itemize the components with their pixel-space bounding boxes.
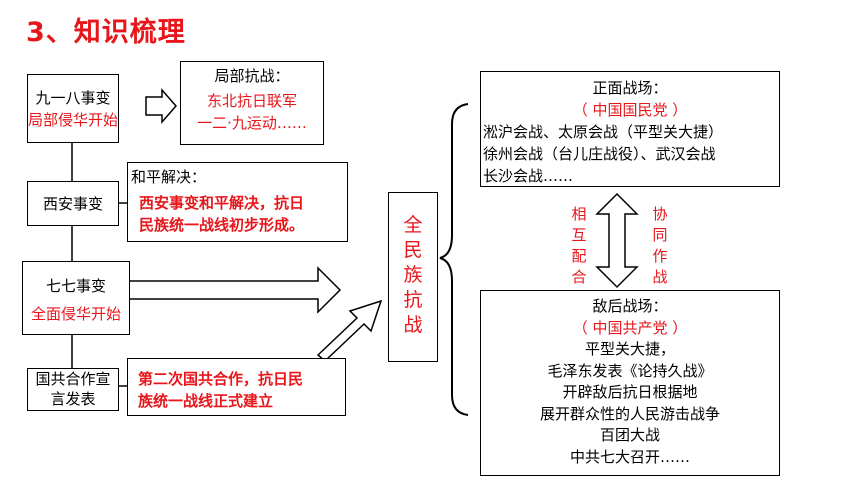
- local-war-box: 局部抗战： 东北抗日联军 一二·九运动……: [180, 61, 324, 145]
- arrow-77-to-national: [119, 266, 342, 314]
- peace-heading: 和平解决：: [131, 168, 207, 186]
- coop-box: 第二次国共合作，抗日民 族统一战线正式建立: [127, 358, 346, 416]
- event-xian-box: 西安事变: [27, 181, 119, 226]
- rear-heading: 敌后战场：: [592, 297, 668, 315]
- rear-battlefield-box: 敌后战场： （ 中国共产党 ） 平型关大捷， 毛泽东发表《论持久战》 开辟敌后抗…: [480, 290, 780, 476]
- relation-left-char: 互: [571, 226, 587, 244]
- coop-line2: 族统一战线正式建立: [138, 392, 274, 410]
- national-war-char: 民: [403, 239, 423, 261]
- rear-line: 中共七大召开……: [569, 447, 690, 466]
- rear-party: （ 中国共产党 ）: [572, 318, 688, 337]
- front-line: 淞沪会战、太原会战（平型关大捷）: [483, 123, 724, 141]
- front-heading: 正面战场：: [592, 79, 668, 97]
- national-war-box: 全 民 族 抗 战: [388, 192, 438, 362]
- peace-line2: 民族统一战线初步形成。: [139, 216, 305, 234]
- national-war-char: 抗: [403, 289, 423, 311]
- local-war-line1: 东北抗日联军: [206, 92, 297, 110]
- peace-box: 和平解决： 西安事变和平解决，抗日 民族统一战线初步形成。: [127, 162, 348, 242]
- event-gonggao-line1: 国共合作宣: [35, 370, 111, 388]
- event-918-box: 九一八事变 局部侵华开始: [27, 74, 119, 143]
- peace-line1: 西安事变和平解决，抗日: [139, 194, 305, 212]
- relation-left-char: 相: [571, 205, 587, 223]
- relation-right-char: 协: [652, 205, 668, 223]
- rear-line: 毛泽东发表《论持久战》: [547, 361, 713, 380]
- relation-right-char: 同: [652, 226, 668, 244]
- event-918-note: 局部侵华开始: [28, 111, 119, 129]
- rear-line: 展开群众性的人民游击战争: [539, 404, 720, 423]
- event-gonggao-box: 国共合作宣 言发表: [27, 368, 119, 411]
- relation-left: 相 互 配 合: [569, 204, 589, 288]
- double-arrow-relation: [595, 192, 639, 289]
- rear-line: 百团大战: [599, 426, 660, 444]
- event-918-name: 九一八事变: [35, 89, 111, 107]
- event-xian-name: 西安事变: [42, 195, 103, 213]
- national-war-char: 族: [403, 264, 423, 286]
- national-war-char: 全: [403, 214, 423, 236]
- relation-right-char: 战: [652, 268, 668, 286]
- page-title: 3、知识梳理: [26, 17, 186, 48]
- relation-right: 协 同 作 战: [650, 204, 670, 288]
- rear-line: 开辟敌后抗日根据地: [562, 383, 698, 401]
- front-party: （ 中国国民党 ）: [572, 101, 688, 119]
- relation-right-char: 作: [652, 247, 668, 265]
- arrow-coop-to-national: [316, 299, 383, 363]
- rear-line: 平型关大捷，: [584, 340, 675, 358]
- front-battlefield-box: 正面战场： （ 中国国民党 ） 淞沪会战、太原会战（平型关大捷） 徐州会战（台儿…: [480, 71, 780, 187]
- front-line: 徐州会战（台儿庄战役）、武汉会战: [483, 145, 716, 163]
- coop-line1: 第二次国共合作，抗日民: [138, 370, 304, 388]
- arrow-918-to-local: [145, 88, 177, 124]
- relation-left-char: 配: [571, 247, 587, 265]
- event-77-box: 七七事变 全面侵华开始: [22, 261, 130, 335]
- event-gonggao-line2: 言发表: [50, 390, 96, 408]
- event-77-name: 七七事变: [45, 277, 106, 295]
- national-war-char: 战: [403, 314, 423, 336]
- local-war-heading: 局部抗战：: [214, 67, 290, 85]
- event-77-note: 全面侵华开始: [30, 305, 121, 323]
- relation-left-char: 合: [571, 268, 587, 286]
- front-line: 长沙会战……: [483, 167, 574, 185]
- local-war-line2: 一二·九运动……: [197, 114, 307, 132]
- brace: [439, 103, 469, 416]
